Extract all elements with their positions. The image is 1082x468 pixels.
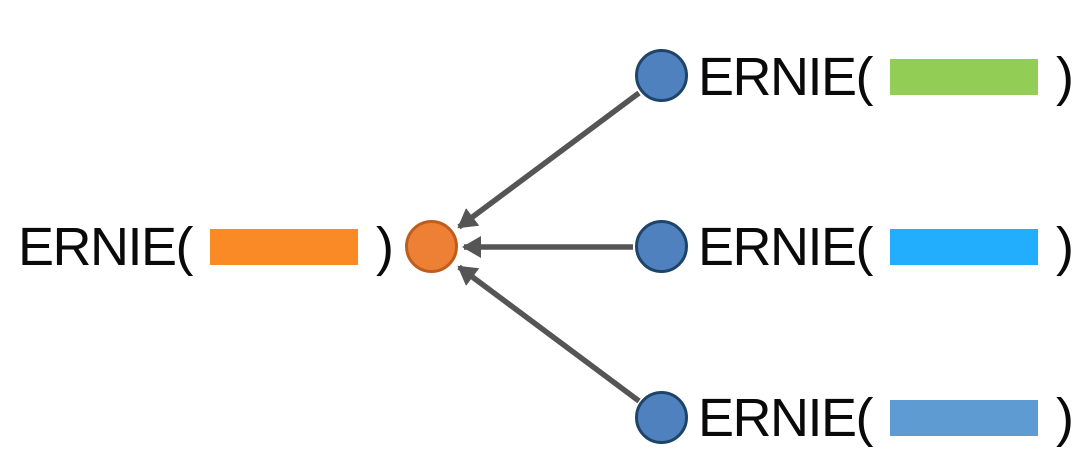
input-node-middle [635, 220, 688, 273]
label-text-suffix: ) [376, 217, 394, 277]
input-top-embedding-bar [890, 59, 1039, 95]
label-text-prefix: ERNIE( [698, 47, 874, 107]
label-text-suffix: ) [1056, 217, 1074, 277]
input-middle-embedding-bar [890, 229, 1039, 265]
input-node-top [635, 49, 688, 102]
label-text-suffix: ) [1056, 47, 1074, 107]
arrow-top-to-center [457, 90, 641, 230]
input-bottom-embedding-bar [890, 400, 1039, 436]
center-embedding-bar [210, 229, 359, 265]
center-node [405, 220, 458, 273]
label-text-prefix: ERNIE( [18, 217, 194, 277]
input-node-bottom-label: ERNIE( ) [698, 387, 1074, 449]
label-text-suffix: ) [1056, 388, 1074, 448]
label-text-prefix: ERNIE( [698, 217, 874, 277]
input-node-top-label: ERNIE( ) [698, 46, 1074, 108]
arrow-bottom-to-center [457, 264, 641, 404]
center-node-label: ERNIE( ) [18, 216, 394, 278]
input-node-middle-label: ERNIE( ) [698, 216, 1074, 278]
label-text-prefix: ERNIE( [698, 388, 874, 448]
input-node-bottom [635, 391, 688, 444]
